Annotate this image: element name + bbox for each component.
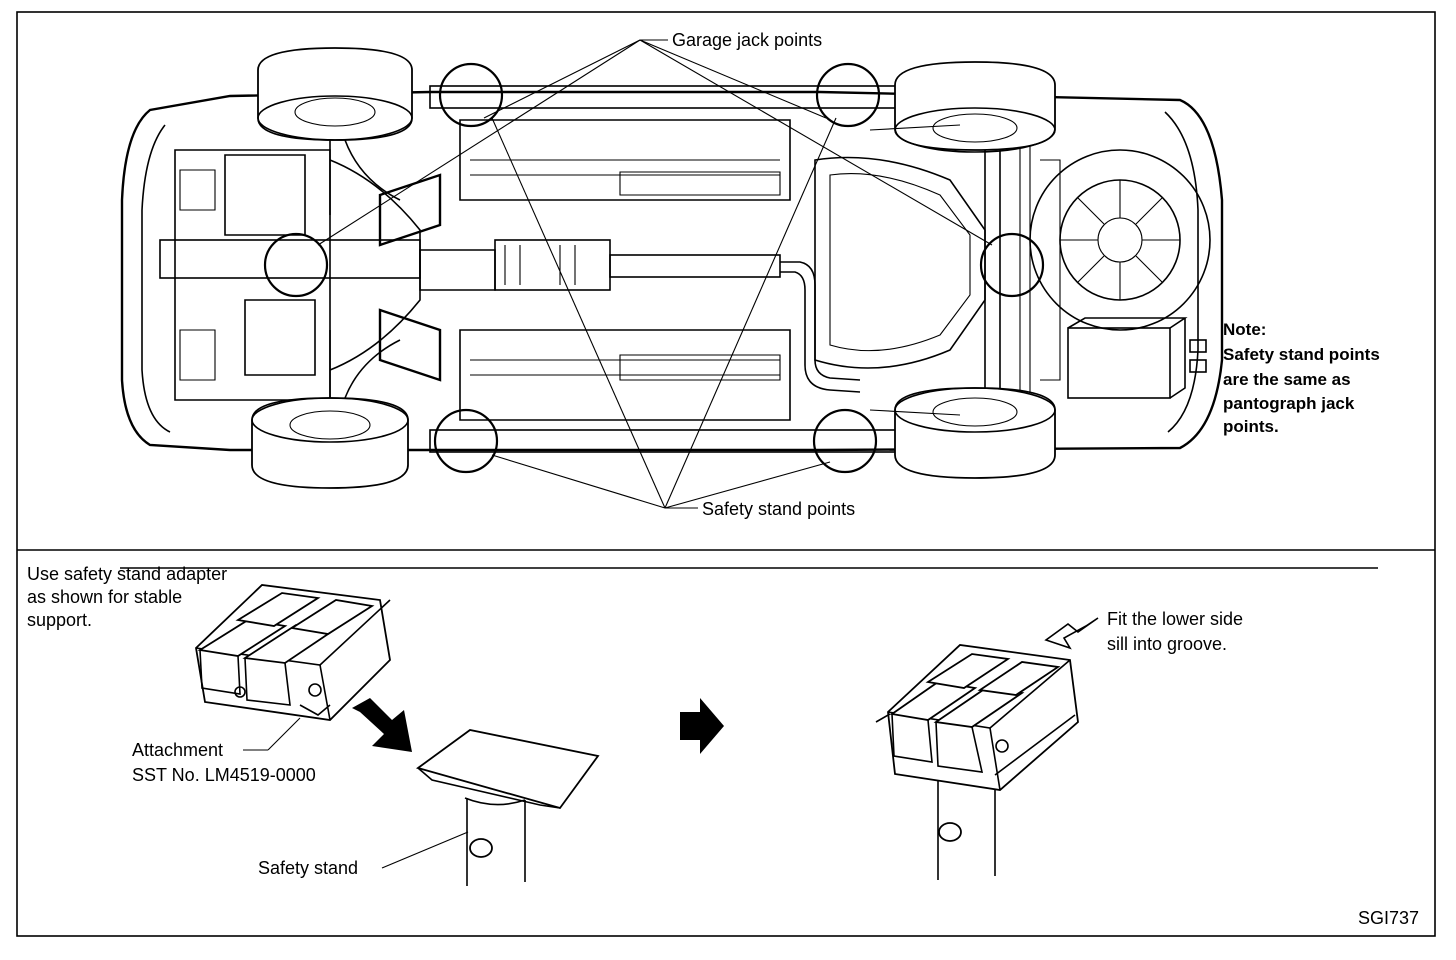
note-line-2: are the same as — [1223, 370, 1351, 389]
attachment-sst-number: SST No. LM4519-0000 — [132, 765, 316, 785]
fit-instruction-line-1: Fit the lower side — [1107, 609, 1243, 629]
stand-point-marker-front-right — [433, 408, 499, 474]
next-step-arrow-icon — [680, 698, 724, 754]
safety-stand-point-markers — [433, 62, 881, 474]
jack-point-marker-rear — [979, 232, 1045, 298]
stand-point-marker-rear-left — [815, 62, 881, 128]
adapter-instruction-line-2: as shown for stable — [27, 587, 182, 607]
attachment-label: Attachment — [132, 740, 223, 760]
adapter-instruction-line-1: Use safety stand adapter — [27, 564, 227, 584]
safety-stand-illustration — [381, 729, 600, 886]
note-line-3: pantograph jack — [1223, 394, 1355, 413]
leader-lines — [317, 39, 993, 509]
note-title: Note: — [1223, 320, 1266, 339]
safety-stand-label: Safety stand — [258, 858, 358, 878]
mount-direction-arrow-icon — [352, 698, 412, 752]
note-line-4: points. — [1223, 417, 1279, 436]
garage-jack-points-label: Garage jack points — [672, 30, 822, 50]
fit-instruction-line-2: sill into groove. — [1107, 634, 1227, 654]
stand-point-marker-rear-right — [812, 408, 878, 474]
jack-point-marker-front — [263, 232, 329, 298]
note-block: Note: Safety stand points are the same a… — [1223, 320, 1380, 436]
assembled-stand-illustration — [875, 644, 1079, 880]
sill-direction-arrow-icon — [1044, 617, 1099, 650]
figure-frame — [16, 11, 1436, 937]
garage-jack-point-markers — [263, 232, 1045, 298]
vehicle-underside — [120, 47, 1224, 489]
note-line-1: Safety stand points — [1223, 345, 1380, 364]
figure-code: SGI737 — [1358, 908, 1419, 928]
stand-point-marker-front-left — [438, 62, 504, 128]
adapter-instruction-line-3: support. — [27, 610, 92, 630]
safety-stand-points-label: Safety stand points — [702, 499, 855, 519]
stand-adapter-illustration — [195, 584, 391, 751]
